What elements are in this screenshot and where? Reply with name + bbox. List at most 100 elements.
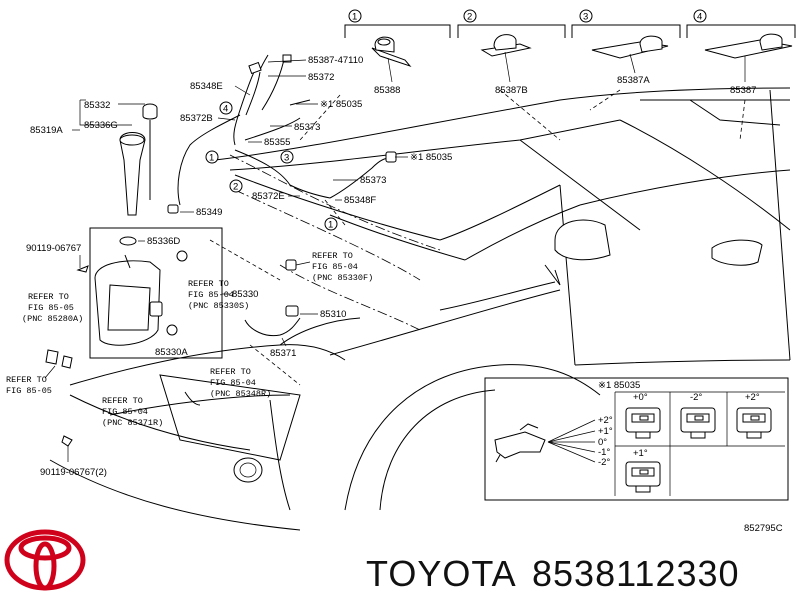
part-label: 85348F: [344, 195, 376, 206]
part-label: 85373: [360, 175, 386, 186]
scale-label: +1°: [598, 426, 613, 437]
top-callout-brackets: 1 2 3 4: [344, 9, 796, 38]
part-label: 90119-06767(2): [40, 467, 107, 478]
svg-text:(PNC 85371R): (PNC 85371R): [102, 418, 163, 428]
toyota-logo-icon: [4, 529, 86, 591]
nozzle-connector-icon: [736, 407, 772, 439]
diagram-code: 852795C: [744, 523, 783, 534]
part-label: 85372B: [180, 113, 213, 124]
svg-text:REFER TO: REFER TO: [188, 279, 229, 289]
refer-note: REFER TO FIG 85-05: [6, 349, 73, 396]
washer-tank-group: 85332 85336G 85319A 85349 85336D 85330A …: [26, 99, 258, 359]
callout-number: 3: [284, 153, 289, 164]
callout-circle: [463, 9, 477, 23]
part-label: 85373: [294, 122, 320, 133]
callout-circle: [693, 9, 707, 23]
part-label: ※1 85035: [410, 152, 452, 163]
nozzle-angle-inset: ※1 85035 +0° -2° +2° +1°: [484, 377, 789, 501]
svg-text:REFER TO: REFER TO: [6, 375, 47, 385]
part-label: 85387-47110: [308, 55, 363, 66]
svg-text:FIG 85-04: FIG 85-04: [188, 290, 234, 300]
svg-text:FIG 85-04: FIG 85-04: [102, 407, 148, 417]
scale-label: 0°: [598, 437, 607, 448]
refer-note: REFER TO FIG 85-04 (PNC 85371R): [102, 396, 163, 428]
svg-text:FIG 85-04: FIG 85-04: [312, 262, 358, 272]
car-body-outline: [49, 87, 791, 531]
part-label: 90119-06767: [26, 243, 81, 254]
refer-note: REFER TO FIG 85-04 (PNC 85330S): [188, 279, 249, 311]
svg-text:REFER TO: REFER TO: [102, 396, 143, 406]
part-label: 85372E: [252, 191, 285, 202]
svg-text:FIG 85-05: FIG 85-05: [6, 386, 52, 396]
svg-text:REFER TO: REFER TO: [210, 367, 251, 377]
part-label: 85387B: [495, 85, 528, 96]
refer-note: REFER TO FIG 85-04 (PNC 85348R): [210, 367, 271, 399]
refer-note: REFER TO FIG 85-04 (PNC 85330F): [285, 251, 373, 283]
angle-label: +0°: [633, 392, 648, 403]
part-label: 85336D: [147, 236, 180, 247]
callout-circle: [205, 150, 219, 164]
hose-labels: 85387-47110 85372 85348E ※1 85035 85372B…: [180, 55, 452, 206]
part-label: 85330: [232, 289, 258, 300]
callout-circle: [324, 217, 338, 231]
scale-label: -1°: [598, 447, 610, 458]
callout-number: 3: [583, 12, 588, 23]
refer-to-notes: REFER TO FIG 85-04 (PNC 85330F) REFER TO…: [6, 251, 373, 428]
part-label: 85349: [196, 207, 222, 218]
brand-name: TOYOTA: [366, 553, 517, 594]
svg-text:FIG 85-05: FIG 85-05: [28, 303, 74, 313]
callout-number: 2: [467, 12, 472, 23]
callout-number: 1: [209, 153, 214, 164]
part-label: 85336G: [84, 120, 118, 131]
washer-hoses: [177, 54, 397, 406]
part-number: 8538112330: [532, 553, 740, 594]
callout-circle: [229, 179, 243, 193]
leader-lines: [217, 59, 408, 201]
svg-text:REFER TO: REFER TO: [312, 251, 353, 261]
part-label: 85332: [84, 100, 110, 111]
part-label: ※1 85035: [320, 99, 362, 110]
top-cover-parts: 85388 85387B 85387A 85387: [371, 33, 793, 96]
svg-text:(PNC 85330F): (PNC 85330F): [312, 273, 373, 283]
part-label: 85310: [320, 309, 346, 320]
svg-text:(PNC 85348R): (PNC 85348R): [210, 389, 271, 399]
svg-text:(PNC 85280A): (PNC 85280A): [22, 314, 83, 324]
callout-number: 4: [223, 104, 228, 115]
reference-lines: [209, 89, 746, 386]
callout-circle: [280, 150, 294, 164]
nozzle-spray-icon: [494, 419, 596, 463]
nozzle-connector-icon: [625, 461, 661, 493]
svg-text:(PNC 85330S): (PNC 85330S): [188, 301, 249, 311]
part-label: 85387: [730, 85, 756, 96]
part-label: 85388: [374, 85, 400, 96]
angle-label: +2°: [745, 392, 760, 403]
part-label: 85330A: [155, 347, 188, 358]
refer-note: REFER TO FIG 85-05 (PNC 85280A): [22, 292, 83, 324]
callout-circle: [348, 9, 362, 23]
lower-hose-labels: 85310 85371 90119-06767(2): [40, 309, 346, 478]
part-label: 85319A: [30, 125, 63, 136]
callout-circle: [579, 9, 593, 23]
scale-label: +2°: [598, 415, 613, 426]
angle-label: +1°: [633, 448, 648, 459]
part-label: 85387A: [617, 75, 650, 86]
callout-number: 2: [233, 182, 238, 193]
inset-title: ※1 85035: [598, 380, 640, 391]
hose-callouts: 4 1 2 3 1: [205, 101, 338, 231]
part-label: 85371: [270, 348, 296, 359]
svg-text:REFER TO: REFER TO: [28, 292, 69, 302]
svg-text:FIG 85-04: FIG 85-04: [210, 378, 256, 388]
nozzle-connector-icon: [625, 407, 661, 439]
nozzle-connector-icon: [680, 407, 716, 439]
angle-label: -2°: [690, 392, 702, 403]
part-label: 85372: [308, 72, 334, 83]
part-label: 85355: [264, 137, 290, 148]
callout-number: 1: [352, 12, 357, 23]
part-label: 85348E: [190, 81, 223, 92]
callout-circle: [219, 101, 233, 115]
scale-label: -2°: [598, 457, 610, 468]
callout-number: 4: [697, 12, 702, 23]
callout-number: 1: [328, 220, 333, 231]
